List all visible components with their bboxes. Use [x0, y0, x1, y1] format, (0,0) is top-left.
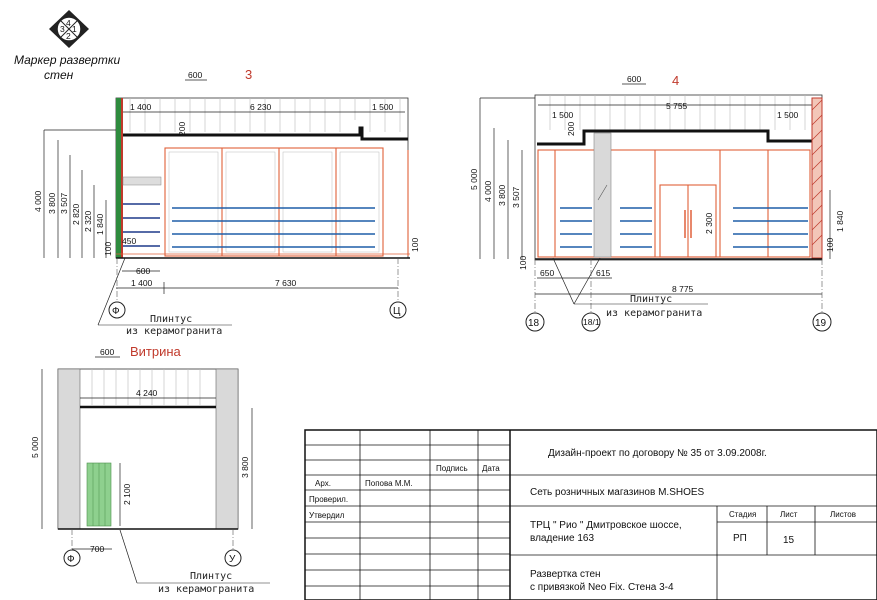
tb-stage: РП [733, 533, 747, 544]
wall-3-dim-100-left: 100 [103, 242, 113, 256]
wall-4-dim-4000: 4 000 [483, 180, 493, 202]
wall-3-axis-ts: Ц [393, 306, 401, 317]
wall-3-note-2: из керамогранита [126, 326, 222, 337]
marker-digit-top: 4 [66, 18, 71, 28]
tb-desc: Развертка стен [530, 569, 601, 580]
tb-sheets-header: Листов [830, 510, 856, 519]
tb-project: Дизайн-проект по договору № 35 от 3.09.2… [548, 448, 767, 459]
wall-3-dim-3507: 3 507 [59, 192, 69, 214]
vitrina-axis-f-icon [63, 549, 81, 567]
wall-3-dim-600-bottom: 600 [136, 266, 150, 276]
tb-stage-header: Стадия [729, 510, 756, 519]
tb-utverdil: Утвердил [309, 511, 345, 520]
wall-4-dim-600-top: 600 [627, 74, 641, 84]
wall-4-hatched-pier [811, 97, 823, 259]
vitrina-dim-5000: 5 000 [30, 436, 40, 458]
vitrina-dim-4240: 4 240 [136, 388, 158, 398]
wall-3-note: Плинтус [150, 314, 192, 325]
wall-4-dim-3507: 3 507 [511, 186, 521, 208]
wall-3-dim-1400: 1 400 [130, 102, 152, 112]
tb-place-2: владение 163 [530, 533, 594, 544]
wall-marker: 4 1 2 3 Маркер развертки стен [14, 10, 120, 82]
vitrina-axis-u-icon [224, 549, 242, 567]
wall-3-dim-7630: 7 630 [275, 278, 297, 288]
tb-place: ТРЦ " Рио " Дмитровское шоссе, [530, 520, 682, 531]
tb-arch: Арх. [315, 479, 331, 488]
tb-desc-2: с привязкой Neo Fix. Стена 3-4 [530, 582, 674, 593]
vitrina-axis-u: У [229, 554, 236, 565]
wall-4-note-2: из керамогранита [606, 308, 702, 319]
tb-network: Сеть розничных магазинов M.SHOES [530, 487, 705, 498]
vitrina-note: Плинтус [190, 571, 232, 582]
wall-3-dim-200: 200 [177, 122, 187, 136]
wall-4-dim-1840: 1 840 [835, 210, 845, 232]
wall-3-axis-f-icon [108, 301, 126, 319]
wall-3-dim-600-top: 600 [188, 70, 202, 80]
wall-3-dim-2320: 2 320 [83, 210, 93, 232]
tb-sheet: 15 [783, 535, 795, 546]
marker-label-2: стен [44, 68, 74, 82]
wall-3-dim-450: 450 [122, 236, 136, 246]
wall-4-axis-19-icon [812, 312, 832, 332]
wall-3-dim-100-right: 100 [410, 238, 420, 252]
wall-4-column [593, 132, 612, 258]
marker-digit-right: 1 [72, 24, 77, 34]
wall-4-dim-1500-left: 1 500 [552, 110, 574, 120]
wall-3-dim-4000: 4 000 [33, 190, 43, 212]
title-block-text: Подпись Дата Арх. Попова М.М. Проверил. … [309, 448, 856, 593]
marker-label: Маркер развертки [14, 53, 120, 67]
wall-4-title: 4 [672, 73, 679, 88]
vitrina-right-pier [215, 368, 239, 530]
wall-4-dim-5755: 5 755 [666, 101, 688, 111]
wall-4-dim-3800: 3 800 [497, 184, 507, 206]
wall-4-axis-18-icon [525, 312, 545, 332]
wall-3-axis-ts-icon [389, 301, 407, 319]
wall-4-dim-8775: 8 775 [672, 284, 694, 294]
vitrina-axis-f: Ф [67, 554, 75, 565]
wall-3-dim-3800: 3 800 [47, 192, 57, 214]
marker-digit-bottom: 2 [66, 31, 71, 41]
wall-3-dim-1500: 1 500 [372, 102, 394, 112]
wall-4-dim-200: 200 [566, 122, 576, 136]
tb-arch-name: Попова М.М. [365, 479, 413, 488]
wall-3-dim-2820: 2 820 [71, 203, 81, 225]
wall-4-note: Плинтус [630, 294, 672, 305]
wall-3-dim-1840: 1 840 [95, 213, 105, 235]
wall-4-axis-18: 18 [528, 318, 540, 329]
wall-3-dim-1400-bottom: 1 400 [131, 278, 153, 288]
vitrina-elevation: 600 Витрина 4 240 2 100 5 000 3 800 700 [30, 344, 270, 595]
marker-digit-left: 3 [60, 24, 65, 34]
wall-4-axis-18-1-icon [581, 312, 601, 332]
wall-3-dim-6230: 6 230 [250, 102, 272, 112]
wall-4-dim-2300: 2 300 [704, 212, 714, 234]
tb-sheet-header: Лист [780, 510, 798, 519]
wall-3-title: 3 [245, 67, 252, 82]
vitrina-dim-600: 600 [100, 347, 114, 357]
wall-4-dim-100-right: 100 [825, 238, 835, 252]
wall-4-axis-19: 19 [815, 318, 827, 329]
wall-3-axis-f: Ф [112, 306, 120, 317]
wall-4-dim-650: 650 [540, 268, 554, 278]
vitrina-left-pier [57, 368, 81, 530]
wall-3-green-pier [116, 98, 121, 258]
tb-data: Дата [482, 464, 500, 473]
vitrina-dim-2100: 2 100 [122, 483, 132, 505]
vitrina-dim-3800: 3 800 [240, 456, 250, 478]
vitrina-note-2: из керамогранита [158, 584, 254, 595]
wall-4-dim-615: 615 [596, 268, 610, 278]
wall-4-axis-18-1: 18/1 [583, 317, 600, 327]
tb-podpis: Подпись [436, 464, 468, 473]
vitrina-title: Витрина [130, 344, 182, 359]
wall-3-elevation: 3 600 1 400 6 230 1 500 200 [33, 67, 420, 337]
wall-4-dim-1500-right: 1 500 [777, 110, 799, 120]
vitrina-dim-700: 700 [90, 544, 104, 554]
title-block [304, 429, 877, 600]
wall-4-elevation: 4 600 1 500 5 755 1 500 200 [469, 73, 845, 332]
wall-4-dim-100-left: 100 [518, 256, 528, 270]
tb-proveril: Проверил. [309, 495, 348, 504]
wall-4-dim-5000: 5 000 [469, 168, 479, 190]
